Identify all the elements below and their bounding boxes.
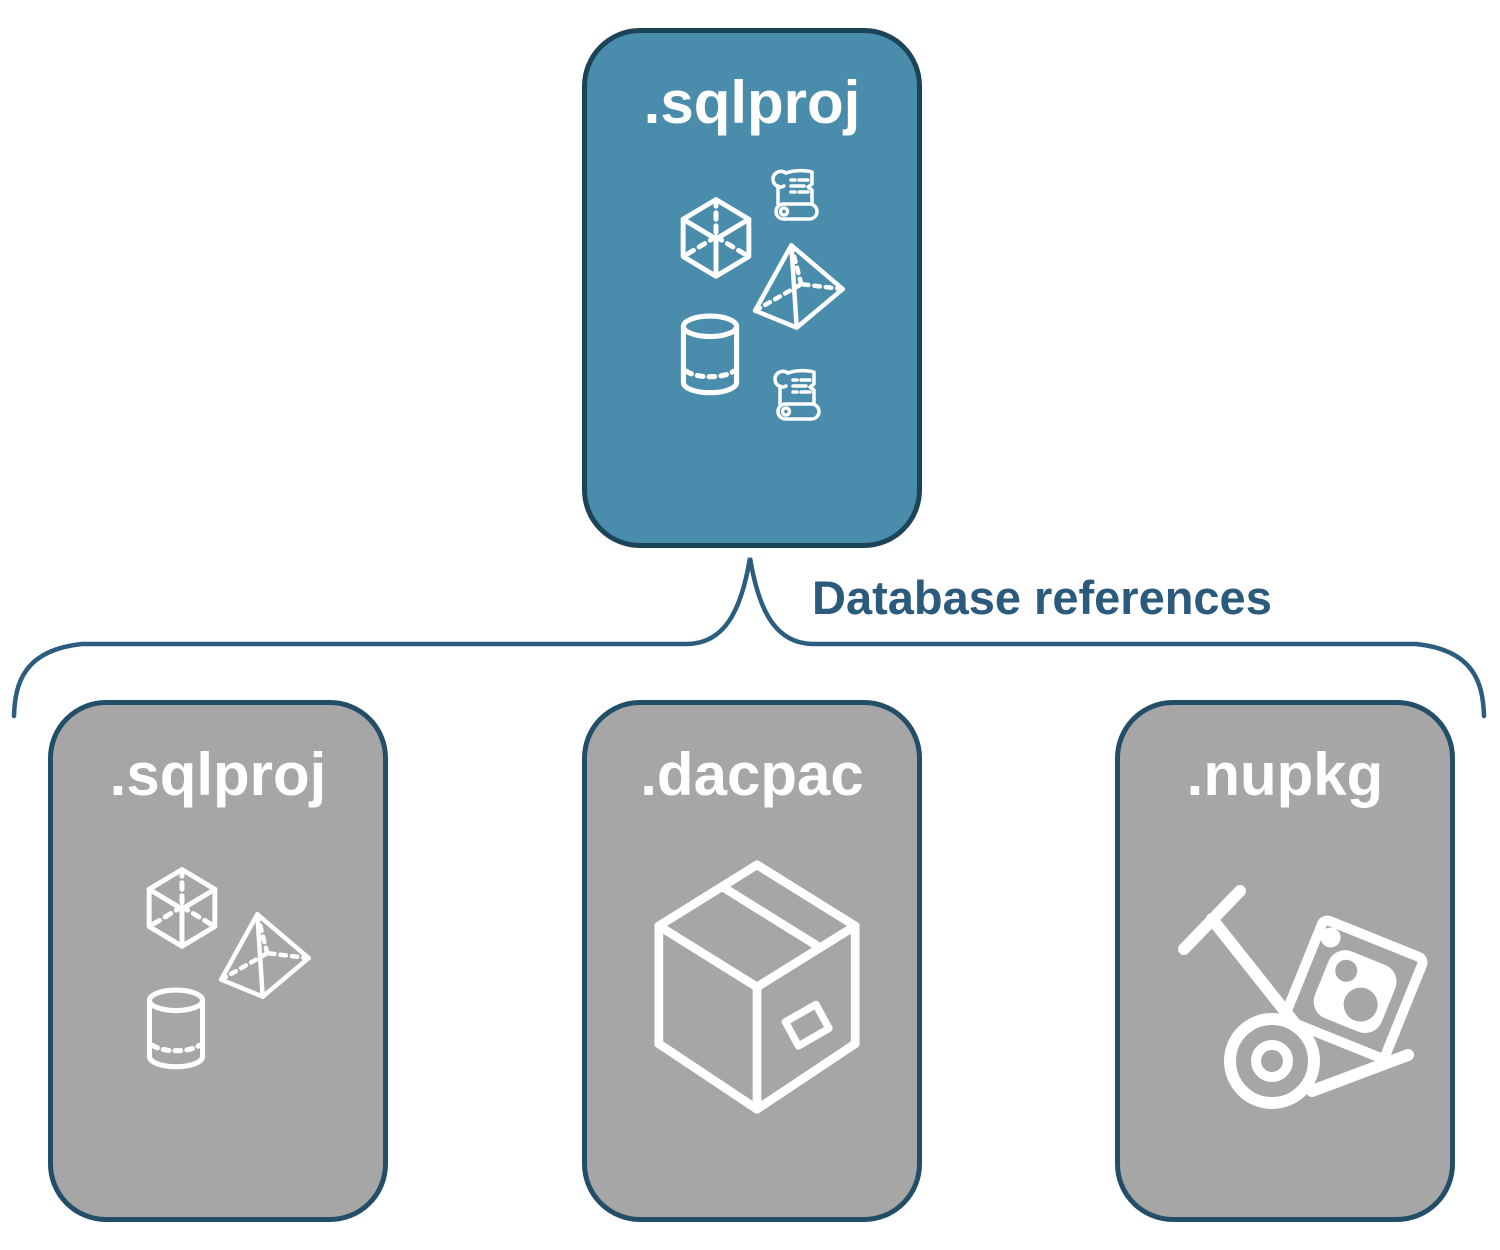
- cylinder-icon: [146, 987, 206, 1070]
- node-title: .sqlproj: [643, 69, 861, 136]
- pyramid-icon: [218, 912, 311, 999]
- hand-truck-icon: [1178, 885, 1428, 1109]
- node-title: .nupkg: [1186, 741, 1384, 808]
- connector-label: Database references: [812, 571, 1272, 624]
- scroll-icon: [771, 168, 819, 221]
- node-title: .sqlproj: [109, 741, 327, 808]
- node-dacpac-reference: .dacpac: [582, 700, 922, 1222]
- scroll-icon: [773, 368, 821, 421]
- cube-icon: [146, 867, 218, 949]
- node-nupkg-reference: .nupkg: [1115, 700, 1455, 1222]
- brace-connector: [11, 557, 1487, 719]
- pyramid-icon: [752, 243, 845, 330]
- cube-icon: [680, 197, 752, 279]
- package-box-icon: [654, 860, 860, 1114]
- node-sqlproj-reference: .sqlproj: [48, 700, 388, 1222]
- node-title: .dacpac: [640, 741, 864, 808]
- cylinder-icon: [680, 313, 740, 396]
- node-sqlproj-parent: .sqlproj: [582, 28, 922, 548]
